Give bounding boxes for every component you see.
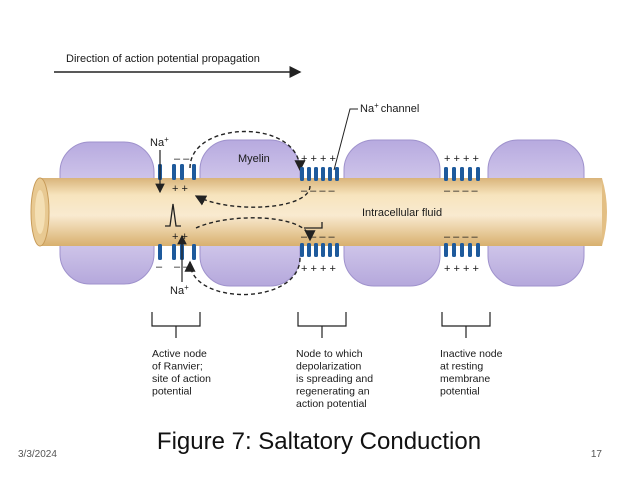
node2-plus-bottom: + + + + [301,263,336,275]
svg-text:– –: – – [174,153,190,165]
node2-plus-top: + + + + [301,153,336,165]
action-potential-spike [165,203,181,227]
myelin-label: Myelin [238,153,270,165]
svg-text:+ +: + + [172,183,188,195]
depolarizing-node-channels [300,167,339,257]
node3-plus-top: + + + + [444,153,479,165]
slide-date: 3/3/2024 [18,449,57,460]
current-hook [304,222,323,229]
svg-text:+ +: + + [172,231,188,243]
node2-minus-bottom: – – – – [301,231,336,243]
spreading-node-description: Node to which depolarization is spreadin… [296,348,376,410]
na-channel-pointer [333,108,358,171]
direction-label: Direction of action potential propagatio… [66,53,260,65]
na-top-label: Na+ [150,135,169,149]
node3-plus-bottom: + + + + [444,263,479,275]
svg-text:–: – [156,261,163,273]
node3-minus-top: – – – – [444,185,479,197]
node3-minus-bottom: – – – – [444,231,479,243]
figure-caption: Figure 7: Saltatory Conduction [156,428,482,455]
svg-text:– –: – – [174,261,190,273]
axon [30,177,607,247]
na-channel-label: Na+channel [360,101,419,115]
node2-minus-top: – – – – [301,185,336,197]
inactive-node-channels [444,167,480,257]
inactive-node-description: Inactive node at resting membrane potent… [440,348,505,398]
na-bottom-label: Na+ [170,283,189,297]
local-current-loops [184,130,316,296]
active-node-description: Active node of Ranvier; site of action p… [152,348,214,398]
slide-number: 17 [590,449,602,460]
na-influx-arrows [155,150,187,282]
intracellular-label: Intracellular fluid [362,207,442,219]
node-brackets [151,312,491,338]
